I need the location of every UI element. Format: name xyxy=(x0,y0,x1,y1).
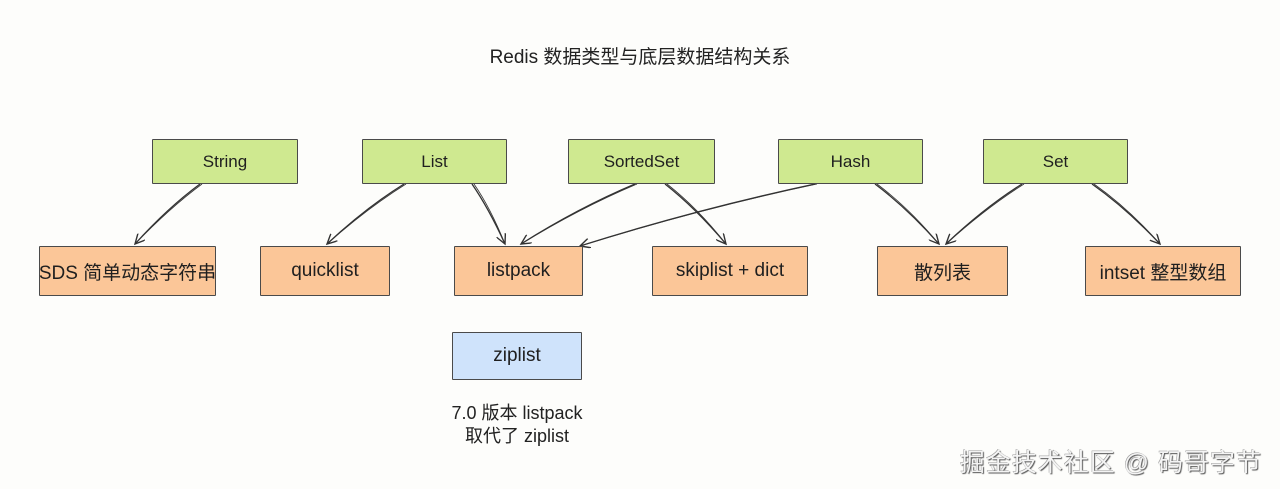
edge-set-to-intset xyxy=(1091,183,1160,244)
structure-label: 散列表 xyxy=(913,262,971,284)
edge-string-to-sds xyxy=(134,183,203,245)
edge-hash-to-hashtable xyxy=(876,183,940,245)
diagram-title: Redis 数据类型与底层数据结构关系 xyxy=(489,47,791,68)
legacy-label: ziplist xyxy=(493,345,541,366)
type-label: Set xyxy=(1042,151,1069,171)
edge-list-to-listpack xyxy=(471,183,505,244)
note-line-1: 7.0 版本 listpack xyxy=(451,403,583,423)
note-line-2: 取代了 ziplist xyxy=(464,426,569,446)
edge-hash-to-hashtable xyxy=(874,183,939,244)
structure-label: listpack xyxy=(486,260,551,281)
structure-node-hashtable[interactable]: 散列表 xyxy=(877,246,1008,296)
watermark: 掘金技术社区 @ 码哥字节 xyxy=(959,449,1262,477)
edge-sortedset-to-listpack xyxy=(520,183,638,245)
structure-node-sds[interactable]: SDS 简单动态字符串 xyxy=(39,246,216,296)
structure-label: quicklist xyxy=(291,260,359,281)
type-node-set[interactable]: Set xyxy=(983,139,1128,184)
type-node-list[interactable]: List xyxy=(362,139,507,184)
edge-hash-to-listpack xyxy=(579,183,818,247)
edge-set-to-intset xyxy=(1093,183,1161,245)
type-label: SortedSet xyxy=(603,151,680,171)
type-label: Hash xyxy=(830,151,871,171)
edge-sortedset-to-skiplist xyxy=(664,183,726,244)
edge-set-to-hashtable xyxy=(945,183,1025,245)
structure-label: intset 整型数组 xyxy=(1099,262,1227,284)
legacy-node-ziplist[interactable]: ziplist xyxy=(452,332,582,380)
structure-node-listpack[interactable]: listpack xyxy=(454,246,583,296)
type-node-string[interactable]: String xyxy=(152,139,298,184)
type-node-sortedset[interactable]: SortedSet xyxy=(568,139,715,184)
edge-sortedset-to-skiplist xyxy=(666,183,727,245)
structure-node-quicklist[interactable]: quicklist xyxy=(260,246,390,296)
structure-node-intset[interactable]: intset 整型数组 xyxy=(1085,246,1241,296)
edge-list-to-quicklist xyxy=(326,183,407,245)
structure-label: SDS 简单动态字符串 xyxy=(38,262,217,284)
type-node-hash[interactable]: Hash xyxy=(778,139,923,184)
structure-node-skiplist[interactable]: skiplist + dict xyxy=(652,246,808,296)
version-note: 7.0 版本 listpack 取代了 ziplist xyxy=(392,402,642,448)
structure-label: skiplist + dict xyxy=(675,260,785,281)
edge-list-to-listpack xyxy=(473,183,506,245)
type-label: List xyxy=(421,151,448,171)
type-label: String xyxy=(202,151,248,171)
